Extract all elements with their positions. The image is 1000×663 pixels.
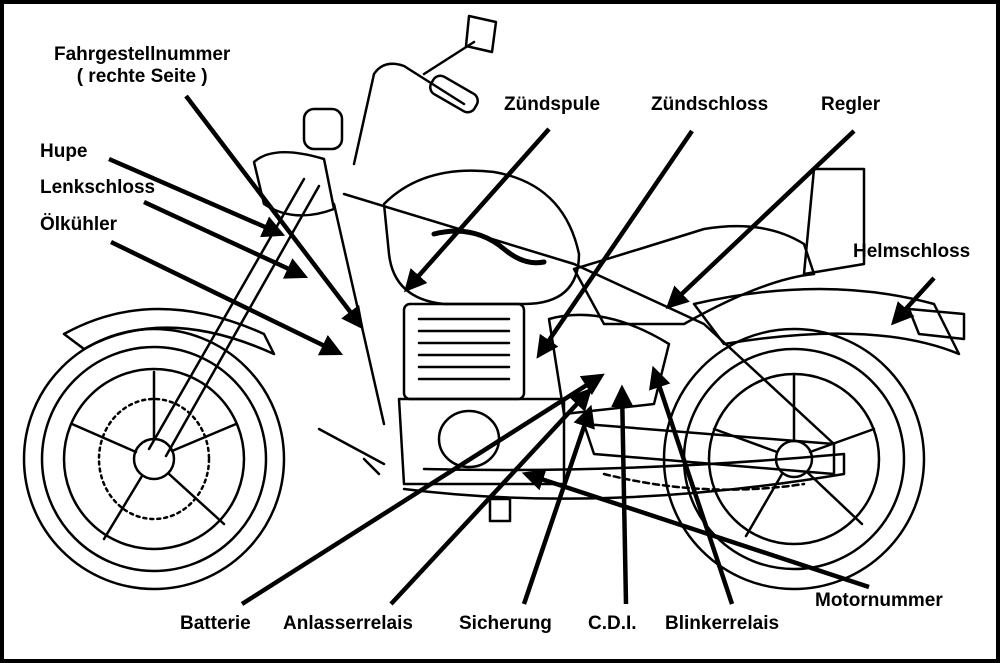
exhaust: [402, 452, 846, 500]
label-motornummer: Motornummer: [815, 590, 943, 611]
label-oelkuehler: Ölkühler: [40, 214, 118, 235]
front-fork: [147, 177, 321, 458]
arrow-blinkerrelais: [649, 365, 735, 605]
label-batterie: Batterie: [180, 613, 251, 634]
front-fender: [62, 307, 276, 356]
arrow-zuendschloss: [536, 129, 694, 359]
kickstand: [488, 497, 512, 523]
handlebar: [352, 62, 466, 166]
arrow-lenkschloss: [143, 199, 309, 279]
front-wheel: [22, 327, 286, 591]
arrow-regler: [665, 129, 856, 310]
diagram-canvas: Fahrgestellnummer ( rechte Seite ) Hupe …: [4, 4, 996, 659]
footpeg: [317, 427, 386, 476]
label-lenkschloss: Lenkschloss: [40, 177, 156, 198]
cylinder-fins: [417, 317, 511, 381]
tail-light: [907, 307, 966, 341]
instrument: [302, 107, 344, 151]
label-fahrgestellnummer: Fahrgestellnummer ( rechte Seite ): [54, 44, 230, 88]
chain: [602, 472, 806, 491]
label-helmschloss: Helmschloss: [853, 241, 971, 262]
label-sicherung: Sicherung: [459, 613, 552, 634]
rear-fender: [692, 287, 961, 356]
arrow-batterie: [240, 373, 605, 606]
tank-logo: [431, 228, 547, 266]
label-zuendspule: Zündspule: [504, 94, 601, 115]
arrow-cdi: [611, 384, 634, 605]
callout-arrows: [108, 94, 936, 606]
arrow-oelkuehler: [110, 239, 344, 356]
arrow-helmschloss: [890, 276, 936, 326]
label-fahrgestellnummer-line1: Fahrgestellnummer: [54, 44, 231, 65]
handle-grip: [429, 74, 479, 114]
label-zuendschloss: Zündschloss: [651, 94, 769, 115]
swingarm: [582, 422, 836, 476]
arrow-zuendspule: [404, 127, 551, 293]
label-fahrgestellnummer-line2: ( rechte Seite ): [76, 66, 208, 87]
motorcycle-diagram: [22, 14, 966, 606]
frame: [332, 192, 836, 446]
headlight: [252, 150, 336, 217]
sissy-bar: [802, 167, 866, 276]
label-regler: Regler: [821, 94, 881, 115]
fuel-tank: [382, 169, 581, 306]
label-hupe: Hupe: [40, 141, 88, 162]
mirror: [422, 14, 498, 76]
label-anlasserrelais: Anlasserrelais: [283, 613, 413, 634]
arrow-hupe: [108, 156, 286, 238]
seat: [572, 224, 816, 326]
arrow-motornummer: [521, 468, 870, 590]
arrow-sicherung: [521, 404, 595, 605]
arrow-fahrgestellnummer: [184, 94, 364, 330]
arrow-anlasserrelais: [389, 387, 593, 606]
label-blinkerrelais: Blinkerrelais: [665, 613, 780, 634]
label-cdi: C.D.I.: [588, 613, 637, 634]
